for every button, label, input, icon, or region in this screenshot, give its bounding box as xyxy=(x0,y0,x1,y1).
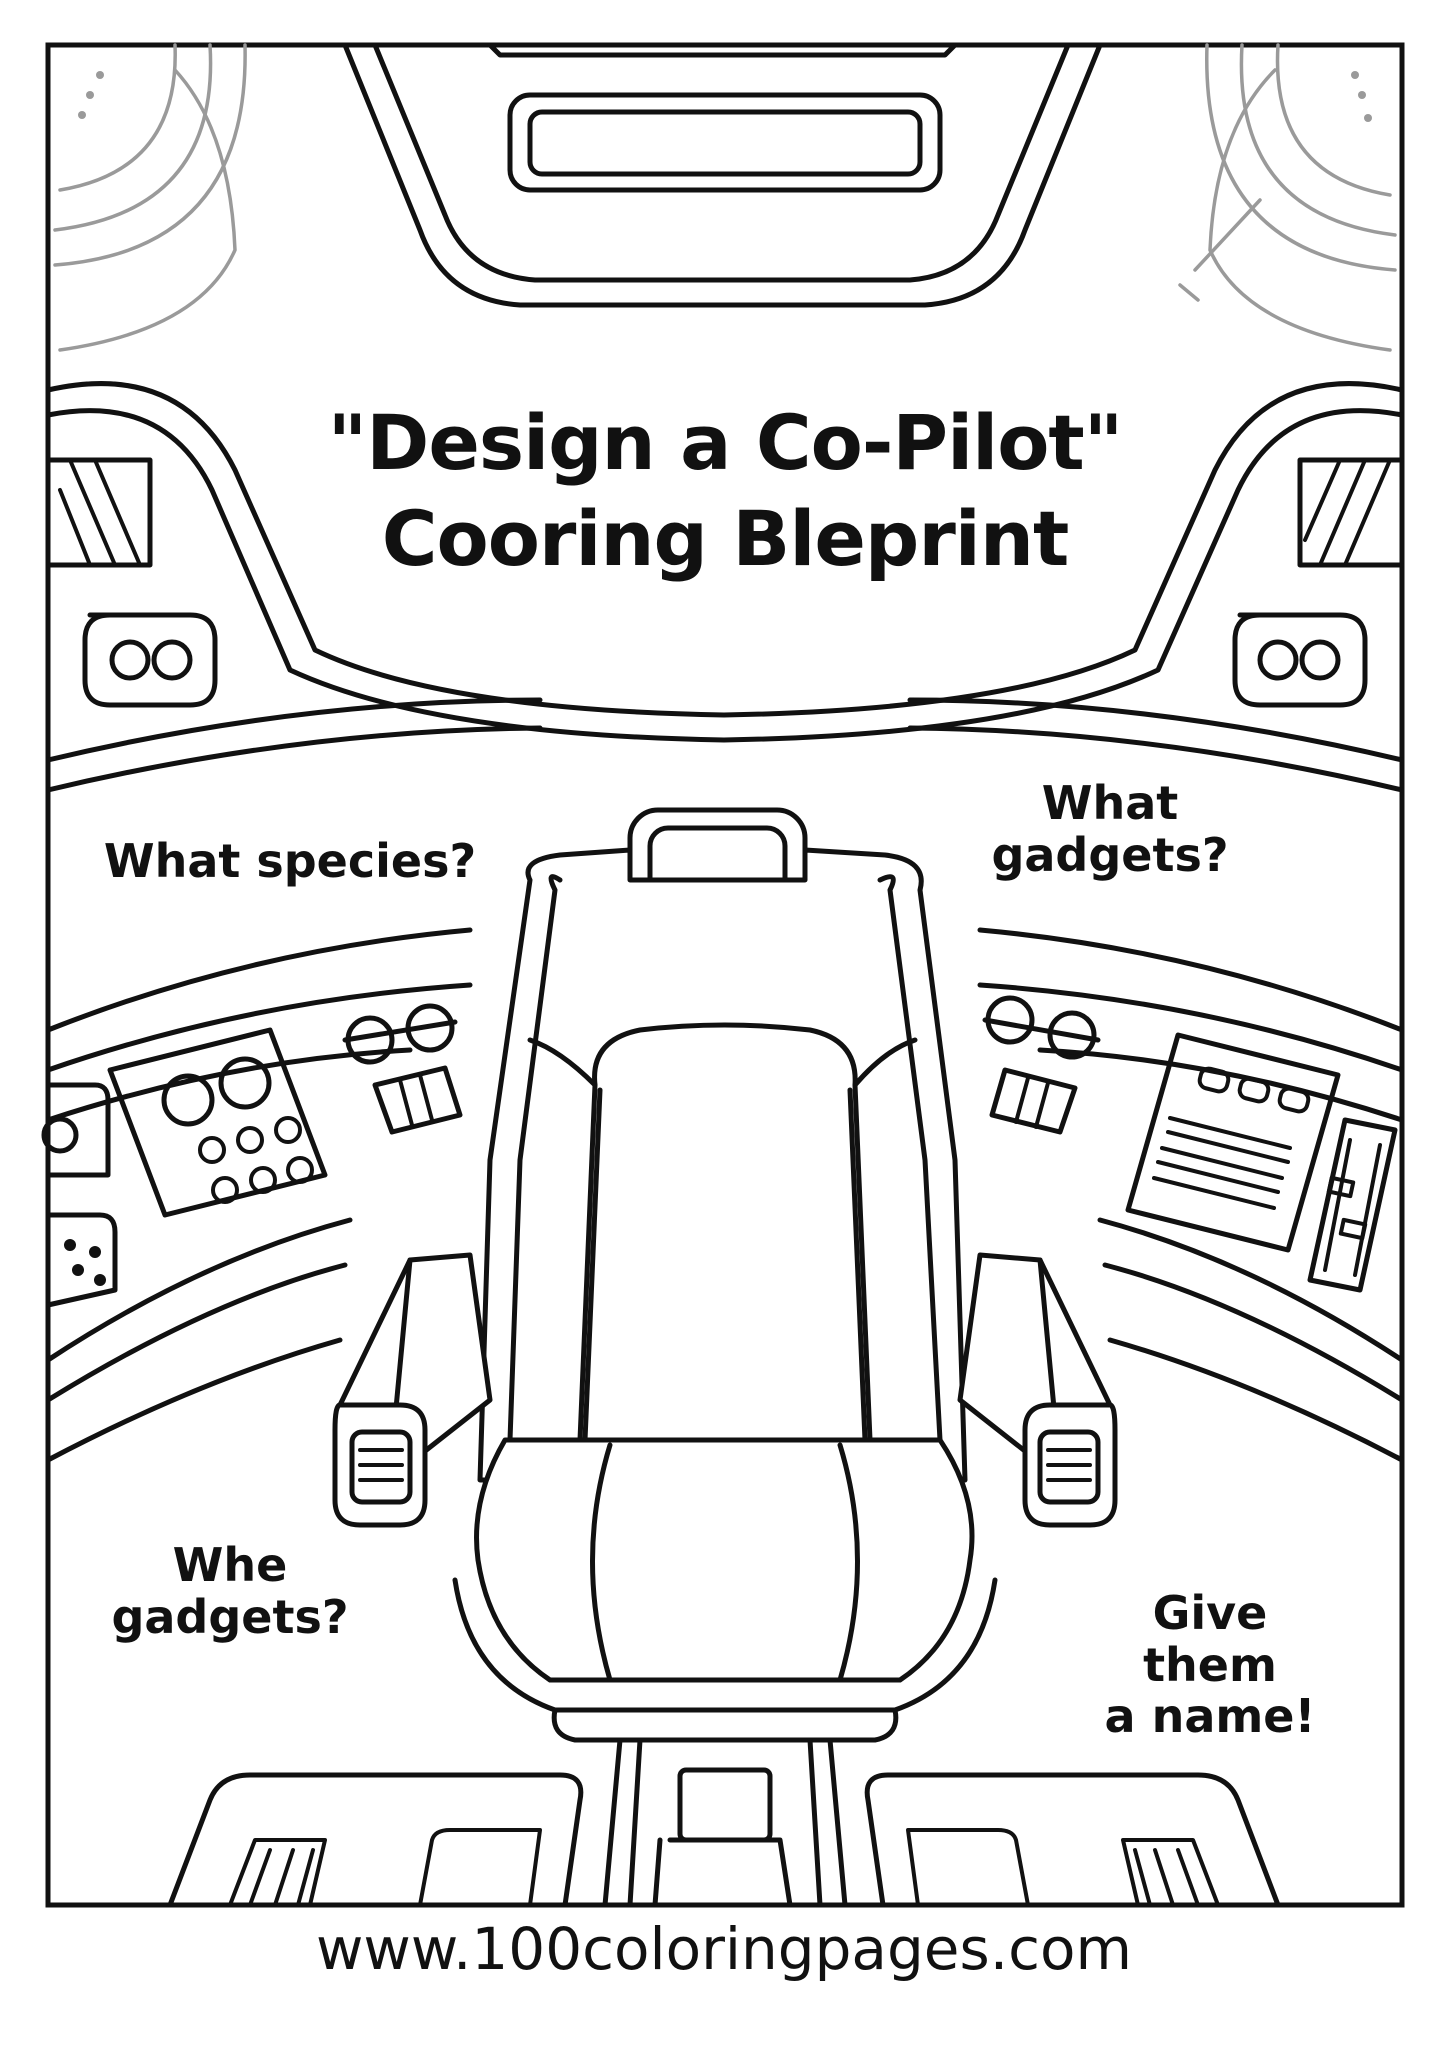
prompt-name: Give them a name! xyxy=(1104,1586,1316,1744)
left-dashboard xyxy=(41,927,473,1463)
ceiling-console xyxy=(342,42,1103,308)
upper-right-panel xyxy=(907,457,1405,793)
upper-left-panel xyxy=(45,457,543,793)
pilot-seat xyxy=(332,807,1118,1908)
prompt-gadgets-bottom: Whe gadgets? xyxy=(111,1538,349,1644)
page-title: "Design a Co-Pilot" Cooring Bleprint xyxy=(250,395,1200,587)
porthole-top-left xyxy=(53,43,247,352)
footer-url: www.100coloringpages.com xyxy=(315,1915,1133,1983)
title-line-1: "Design a Co-Pilot" xyxy=(327,398,1124,487)
page-border xyxy=(45,42,1405,1908)
title-line-2: Cooring Bleprint xyxy=(381,494,1070,583)
floor-consoles xyxy=(167,1772,1281,1908)
prompt-gadgets-top: What gadgets? xyxy=(991,776,1229,882)
right-dashboard xyxy=(977,927,1405,1463)
porthole-top-right xyxy=(1178,43,1397,352)
prompt-species: What species? xyxy=(103,834,477,888)
windshield-frame xyxy=(45,381,1405,743)
